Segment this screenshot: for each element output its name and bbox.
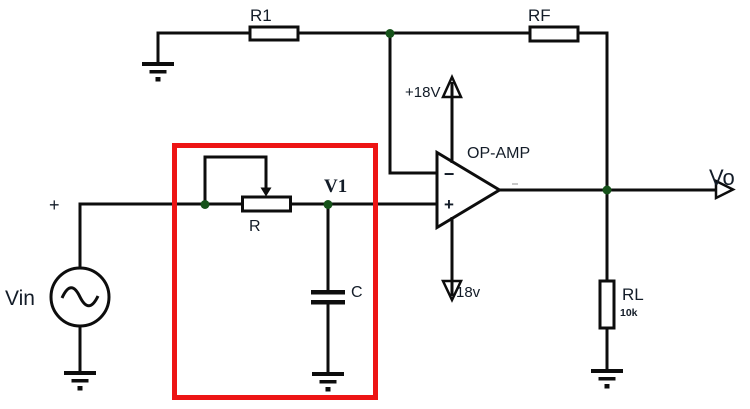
label-opamp: OP-AMP [467, 145, 530, 162]
junction-dot [385, 29, 395, 38]
ground-capacitor-icon [312, 372, 344, 392]
opamp-triangle [435, 149, 503, 231]
resistor-r1-body [248, 25, 300, 42]
label-rl: RL [622, 285, 644, 304]
junction-dot [323, 200, 333, 209]
pot-wiper-arrowhead [260, 187, 272, 197]
label-cap-c: C [351, 284, 363, 301]
label-source-polarity: + [49, 195, 60, 215]
ground-top-left-icon [142, 62, 174, 82]
ground-source-icon [64, 371, 96, 391]
label-supply-pos: +18V [405, 84, 440, 101]
label-node-v1: V1 [324, 176, 347, 197]
opamp-inverting-mark: − [444, 164, 455, 184]
opamp-noninverting-mark: + [444, 195, 454, 214]
highlight-box [172, 143, 378, 400]
label-pot-r: R [249, 218, 261, 235]
resistor-rl-body [598, 279, 616, 330]
junction-dot [200, 200, 210, 209]
wire-inverting-input [388, 31, 439, 175]
potentiometer-r-body [241, 195, 292, 213]
label-r1: R1 [250, 6, 272, 25]
label-rf: RF [528, 6, 551, 25]
junction-dot [602, 185, 612, 195]
ground-rl-icon [591, 369, 623, 389]
wire-pot-wiper [203, 155, 268, 206]
sine-wave-icon [60, 286, 100, 308]
label-vin: Vin [5, 287, 35, 310]
resistor-rf-body [528, 25, 580, 43]
label-vo: Vo [709, 165, 735, 190]
capacitor-c [311, 290, 345, 305]
resistor-bodies [241, 25, 616, 330]
output-arrowhead [714, 178, 736, 201]
source-vin-symbol [49, 266, 111, 328]
capacitor-plate-bottom [311, 300, 345, 305]
label-supply-neg: 18v [456, 284, 481, 301]
capacitor-plate-top [311, 290, 345, 295]
label-rl-value: 10k [620, 307, 638, 319]
junction-dots [200, 29, 612, 209]
output-minus-mark [512, 183, 518, 185]
